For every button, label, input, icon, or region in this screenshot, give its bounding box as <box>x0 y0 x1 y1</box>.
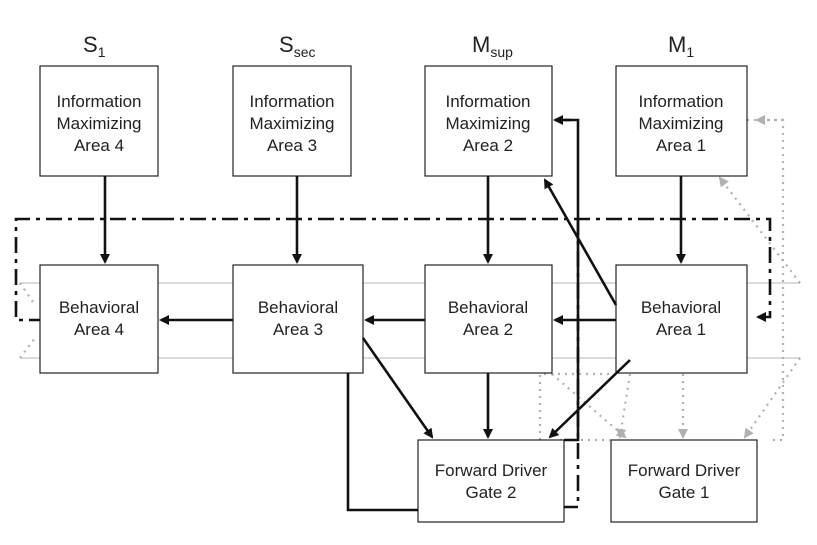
svg-text:Area 4: Area 4 <box>74 320 124 339</box>
gate-box-1: Forward Driver Gate 1 <box>610 439 758 523</box>
svg-text:Forward Driver: Forward Driver <box>628 461 741 480</box>
svg-text:Maximizing: Maximizing <box>56 114 141 133</box>
column-label-msup: Msup <box>472 32 513 60</box>
svg-text:Behavioral: Behavioral <box>641 298 721 317</box>
svg-text:Information: Information <box>56 92 141 111</box>
info-box-area2: Information Maximizing Area 2 <box>424 65 553 177</box>
behavioral-box-area4: Behavioral Area 4 <box>39 264 159 374</box>
behavioral-box-area1: Behavioral Area 1 <box>615 264 748 374</box>
solid-connections <box>100 115 686 512</box>
behavioral-box-area2: Behavioral Area 2 <box>424 264 553 374</box>
svg-text:Area 3: Area 3 <box>273 320 323 339</box>
info-box-area3: Information Maximizing Area 3 <box>232 65 352 177</box>
svg-text:Information: Information <box>445 92 530 111</box>
gate-box-2: Forward Driver Gate 2 <box>417 439 565 523</box>
column-label-ssec: Ssec <box>279 32 315 60</box>
svg-text:Area 3: Area 3 <box>267 136 317 155</box>
behavioral-box-area3: Behavioral Area 3 <box>232 264 364 374</box>
svg-text:Behavioral: Behavioral <box>258 298 338 317</box>
svg-text:Area 2: Area 2 <box>463 320 513 339</box>
svg-text:Behavioral: Behavioral <box>59 298 139 317</box>
svg-text:Area 1: Area 1 <box>656 136 706 155</box>
svg-text:Area 4: Area 4 <box>74 136 124 155</box>
svg-text:Gate 2: Gate 2 <box>465 483 516 502</box>
svg-text:Maximizing: Maximizing <box>445 114 530 133</box>
info-box-area1: Information Maximizing Area 1 <box>615 65 748 177</box>
info-box-area4: Information Maximizing Area 4 <box>39 65 159 177</box>
svg-text:Information: Information <box>638 92 723 111</box>
column-label-s1: S1 <box>83 32 106 60</box>
svg-text:Behavioral: Behavioral <box>448 298 528 317</box>
svg-text:Area 1: Area 1 <box>656 320 706 339</box>
svg-text:Maximizing: Maximizing <box>638 114 723 133</box>
column-label-m1: M1 <box>668 32 694 60</box>
svg-text:Forward Driver: Forward Driver <box>435 461 548 480</box>
svg-text:Gate 1: Gate 1 <box>658 483 709 502</box>
svg-text:Information: Information <box>249 92 334 111</box>
svg-text:Maximizing: Maximizing <box>249 114 334 133</box>
svg-text:Area 2: Area 2 <box>463 136 513 155</box>
